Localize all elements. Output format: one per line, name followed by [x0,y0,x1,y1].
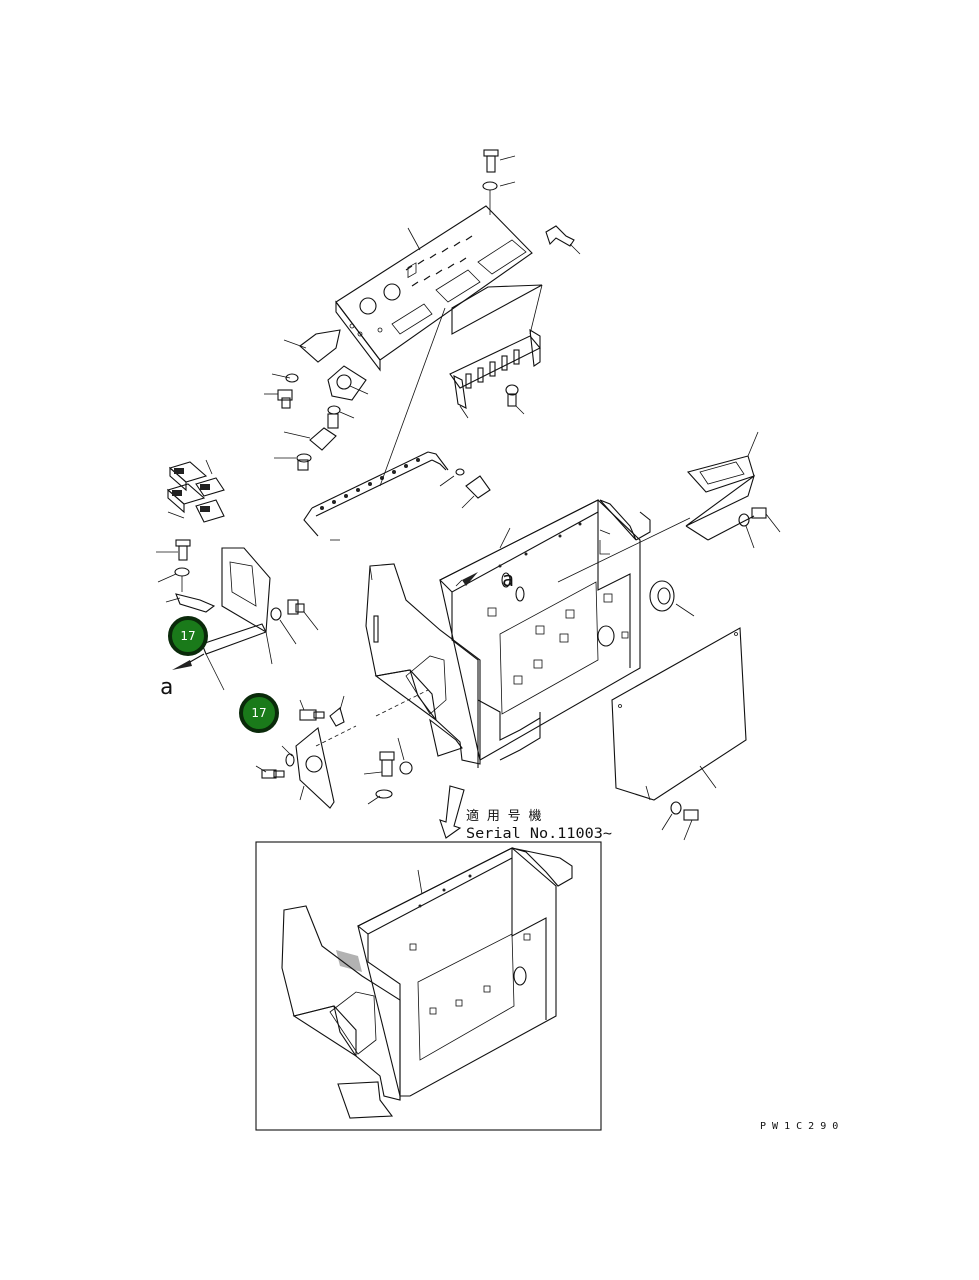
serial-arrow [439,785,465,839]
inset-side-cover [281,905,401,1119]
duct-washer [270,607,297,645]
callout-17-upper[interactable]: 17 [168,616,208,656]
relay-stack [166,459,225,523]
drawing-code: P W 1 C 2 9 0 [760,1121,838,1132]
left-clip [165,593,216,613]
left-flange [201,623,267,691]
view-label-housing: a [502,567,514,591]
inset-housing [356,847,573,1100]
upper-bracket [685,431,759,541]
bracket-leader [557,517,691,583]
duct-cover [221,547,273,665]
upper-bracket-bolt [738,507,781,549]
view-label-left: a [160,675,173,700]
wire-harness [303,307,449,541]
top-washer [482,181,516,215]
right-grommet [649,580,695,617]
callout-17-lower[interactable]: 17 [239,693,279,733]
inset-frame [255,841,602,1131]
left-washer [157,567,190,592]
relay-bracket [449,328,541,419]
mount-plate [327,365,369,401]
panel-bolt [683,809,699,841]
svg-text:17: 17 [180,629,195,643]
relay-bolt [505,384,525,415]
base-spacer [397,737,413,775]
panel-clip [545,225,581,255]
base-bolt [363,751,395,777]
duct-bolt [287,599,319,631]
left-bolt [156,539,191,561]
switch-bracket [283,329,341,363]
serial-text: Serial No.11003~ [466,826,612,842]
main-housing [439,499,651,768]
gasket-bolt [255,765,285,779]
knob-bracket [283,427,337,451]
housing-view-arrow [455,572,478,587]
knob-bolt [274,453,312,471]
mount-bolt [327,405,355,429]
gasket-plate [295,727,335,809]
dashed-lead [315,689,429,747]
svg-text:17: 17 [251,706,266,720]
panel-washer [661,801,682,831]
instrument-panel [335,205,533,372]
side-cover [365,563,481,765]
harness-bolt [439,468,491,509]
connector-plate-right [451,284,543,335]
applicable-heading: 適 用 号 機 [466,808,541,824]
view-arrow-left [172,653,205,670]
top-bolt [483,149,516,173]
gasket-bolt-2 [299,695,345,727]
gasket-washer [281,745,295,767]
switch-bolt-1 [264,373,299,409]
side-panel [611,627,747,801]
base-washer [367,789,393,805]
